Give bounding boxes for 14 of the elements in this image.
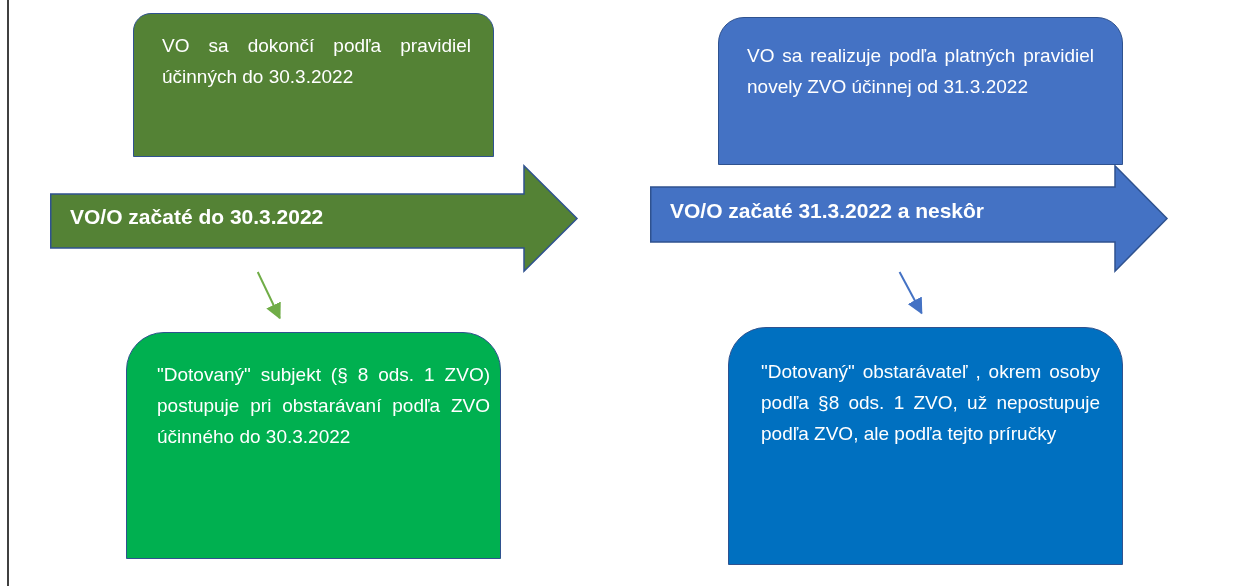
text-box <box>126 332 501 559</box>
text-box <box>133 13 494 157</box>
arrow <box>898 271 923 315</box>
block-arrow <box>50 165 578 272</box>
arrow <box>256 271 281 320</box>
block-arrow <box>650 165 1168 272</box>
arrow-label: VO/O začaté do 30.3.2022 <box>70 205 324 229</box>
arrow-label: VO/O začaté 31.3.2022 a neskôr <box>670 199 985 223</box>
text-box <box>718 17 1123 165</box>
box-text: "Dotovaný" obstarávateľ , okrem osoby podľa §8 ods. 1 ZVO, už nepostupuje podľa ZVO, ale podľa tejto príručky <box>761 360 1100 446</box>
box-text: VO sa realizuje podľa platných pravidiel novely ZVO účinnej od 31.3.2022 <box>747 44 1094 99</box>
box-text: VO sa dokončí podľa pravidiel účinných do 30.3.2022 <box>162 34 471 89</box>
text-box <box>728 327 1123 565</box>
box-text: "Dotovaný" subjekt (§ 8 ods. 1 ZVO) postupuje pri obstarávaní podľa ZVO účinného do 30.3.2022 <box>157 363 490 449</box>
